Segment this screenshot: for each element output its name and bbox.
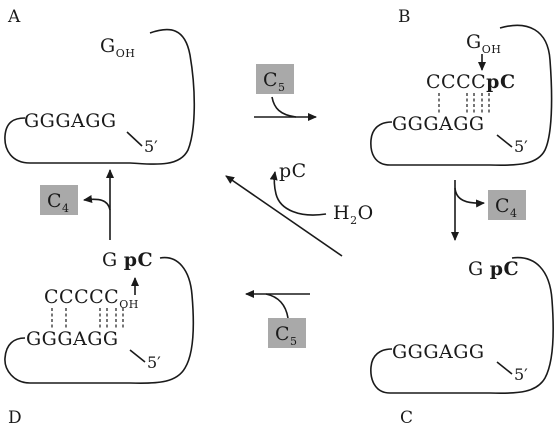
- bottom-uptake-curve: [265, 293, 289, 319]
- panel-d-rna-loop: [4, 256, 195, 385]
- panel-b: B GOH CCCCpC GGGAGG 5′: [370, 7, 553, 167]
- bottom-c5-box: [268, 318, 306, 348]
- top-c5-box: [256, 64, 294, 94]
- panel-c-tail: [496, 361, 513, 375]
- panel-b-label: B: [398, 7, 411, 27]
- right-release-arrow: [454, 187, 485, 208]
- panel-d-ccccc-oh: CCCCCOH: [44, 286, 139, 311]
- arrow-a-to-b: C5: [254, 64, 317, 121]
- panel-c-5prime: 5′: [514, 365, 528, 384]
- panel-d-tail: [129, 349, 146, 363]
- panel-a-5prime: 5′: [144, 137, 158, 156]
- center-water-label: H2O: [333, 202, 374, 227]
- panel-d-5prime: 5′: [147, 353, 161, 372]
- panel-a-strand: GGGAGG: [24, 110, 117, 132]
- panel-b-cccc-pc: CCCCpC: [426, 71, 516, 93]
- panel-a-tail: [126, 131, 143, 147]
- panel-b-strand: GGGAGG: [392, 113, 485, 135]
- top-uptake-curve: [271, 96, 297, 118]
- left-c4-box: [40, 185, 78, 215]
- right-c4-label: C4: [495, 195, 518, 220]
- panel-b-rna-loop: [370, 24, 553, 167]
- panel-a-label: A: [7, 7, 21, 27]
- center-diagonal-arrow: [225, 175, 343, 257]
- left-c4-label: C4: [47, 190, 70, 215]
- center-hydrolysis: pC H2O: [225, 160, 374, 257]
- panel-d-label: D: [8, 408, 22, 428]
- panel-b-g-oh: GOH: [466, 31, 501, 56]
- arrow-b-to-c: C4: [451, 180, 526, 241]
- panel-b-tail: [496, 134, 513, 148]
- panel-a-g-oh: GOH: [100, 35, 135, 60]
- center-pc-label: pC: [279, 160, 307, 182]
- left-release-arrow: [83, 195, 111, 211]
- panel-c-strand: GGGAGG: [392, 341, 485, 363]
- center-water-curve: [269, 171, 327, 216]
- arrow-c-to-d: C5: [245, 290, 310, 348]
- bottom-c5-label: C5: [275, 323, 298, 348]
- panel-c-label: C: [400, 408, 413, 428]
- panel-b-5prime: 5′: [514, 137, 528, 156]
- panel-a-rna-loop: [4, 28, 196, 165]
- arrow-d-to-a: C4: [40, 169, 114, 240]
- top-c5-label: C5: [263, 69, 286, 94]
- panel-d-strand: GGGAGG: [26, 328, 119, 350]
- panel-a: A GOH GGGAGG 5′: [4, 7, 196, 165]
- right-c4-box: [488, 190, 526, 220]
- panel-c-rna-loop: [370, 256, 554, 395]
